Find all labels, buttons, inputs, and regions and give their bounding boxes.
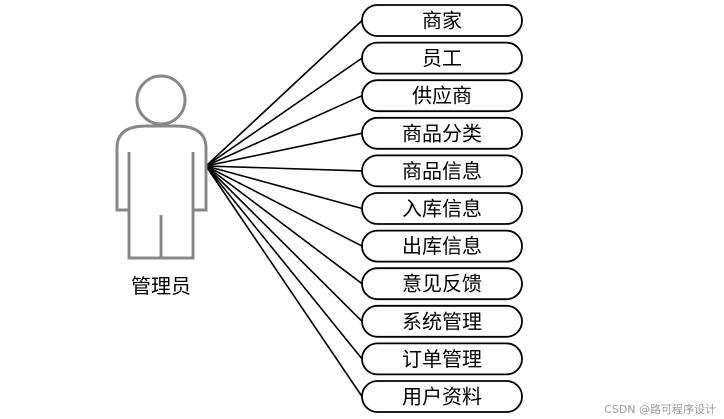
use-case-label: 系统管理 <box>402 309 482 333</box>
use-case-item: 员工 <box>361 41 523 75</box>
connector-line <box>205 165 363 210</box>
use-case-box <box>361 192 523 225</box>
use-case-item: 商品分类 <box>361 116 523 150</box>
use-case-box <box>361 380 523 413</box>
use-case-box <box>361 41 523 75</box>
use-case-item: 商品信息 <box>361 154 523 188</box>
use-case-label: 员工 <box>422 46 462 70</box>
use-case-item: 系统管理 <box>361 304 523 338</box>
use-case-box <box>361 342 523 376</box>
use-case-item: 用户资料 <box>361 380 523 413</box>
use-case-label: 供应商 <box>412 84 472 108</box>
use-case-box <box>361 79 523 113</box>
connector-line <box>205 165 363 360</box>
connector-line <box>205 19 363 167</box>
use-case-box <box>361 116 523 150</box>
use-case-item: 供应商 <box>361 79 523 113</box>
connector-line <box>205 165 363 285</box>
use-case-box <box>361 304 523 338</box>
use-case-item: 订单管理 <box>361 342 523 376</box>
actor-head <box>135 74 187 126</box>
connector-line <box>205 165 363 397</box>
use-case-label: 商品信息 <box>402 159 482 183</box>
watermark: CSDN @路可程序设计 <box>604 402 716 416</box>
actor-body <box>115 124 208 260</box>
use-case-label: 用户资料 <box>402 385 482 409</box>
connector-line <box>205 132 363 167</box>
actor-figure <box>115 74 208 260</box>
use-case-box <box>361 267 523 301</box>
use-case-box <box>361 229 523 263</box>
use-case-label: 入库信息 <box>402 197 482 221</box>
use-case-item: 意见反馈 <box>361 267 523 301</box>
use-case-box <box>361 154 523 188</box>
use-case-label: 商品分类 <box>402 121 482 145</box>
use-case-label: 订单管理 <box>402 347 482 371</box>
use-case-label: 商家 <box>422 9 462 33</box>
use-case-label: 意见反馈 <box>402 272 482 296</box>
use-case-item: 出库信息 <box>361 229 523 263</box>
use-case-box <box>361 4 523 37</box>
connector-line <box>205 94 363 167</box>
use-case-item: 商家 <box>361 4 523 37</box>
connector-line <box>205 57 363 167</box>
connector-line <box>205 165 363 172</box>
actor-label: 管理员 <box>131 274 191 298</box>
use-case-item: 入库信息 <box>361 192 523 225</box>
connector-line <box>205 165 363 247</box>
connector-line <box>205 165 363 322</box>
connector-lines <box>205 19 363 397</box>
use-case-label: 出库信息 <box>402 234 482 258</box>
